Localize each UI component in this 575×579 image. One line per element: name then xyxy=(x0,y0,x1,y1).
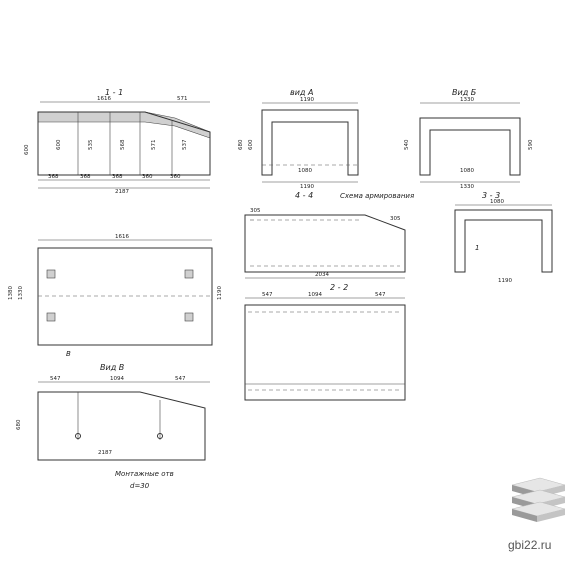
dim-527: 537 xyxy=(182,139,188,150)
dim-360a: 360 xyxy=(142,174,153,180)
section-outline xyxy=(37,111,211,176)
dim-571: 571 xyxy=(177,96,188,102)
dim-680b: 680 xyxy=(16,419,22,430)
dim-305b: 305 xyxy=(390,216,401,222)
dim-1190c: 1190 xyxy=(498,278,512,284)
dim-535: 600 xyxy=(56,139,62,150)
dim-1330: 1330 xyxy=(460,97,474,103)
mark-1: 1 xyxy=(475,244,479,252)
dim-1380: 1380 xyxy=(8,286,14,300)
dim-540: 540 xyxy=(404,139,410,150)
note-mounting-holes: Монтажные отв xyxy=(115,470,174,478)
section-2-2-title: 2 - 2 xyxy=(330,283,348,292)
section-3-3-outline xyxy=(454,209,553,273)
dim-1094: 1094 xyxy=(308,292,322,298)
section-3-3: 3 - 3 1080 1190 1 xyxy=(454,191,553,284)
reinforcement-title: Схема армирования xyxy=(340,192,414,200)
dim-360b: 360 xyxy=(170,174,181,180)
section-4-4-outline xyxy=(244,214,406,273)
dim-368b: 368 xyxy=(80,174,91,180)
section-1-1: 1 - 1 1616 571 600 535 568 571 537 600 3… xyxy=(24,88,211,195)
view-a: вид A 1190 680 600 1080 1190 xyxy=(238,88,359,190)
dim-571b: 568 xyxy=(120,139,126,150)
section-2-2: 2 - 2 547 1094 547 xyxy=(244,283,406,401)
embed-plate xyxy=(46,269,56,279)
dim-2034: 2034 xyxy=(315,272,329,278)
dim-1080c: 1080 xyxy=(490,199,504,205)
dim-2187: 2187 xyxy=(115,189,129,195)
dim-368a: 368 xyxy=(48,174,59,180)
section-4-4: 4 - 4 Схема армирования 305 305 2034 xyxy=(244,191,414,279)
dim-1616: 1616 xyxy=(97,96,111,102)
dim-547d: 547 xyxy=(175,376,186,382)
site-logo-text: gbi22.ru xyxy=(508,538,552,552)
dim-600: 600 xyxy=(24,144,30,155)
view-v-title: Вид В xyxy=(100,363,124,372)
section-2-2-outline xyxy=(244,304,406,401)
embed-plate xyxy=(184,312,194,322)
view-a-outline xyxy=(261,109,359,176)
dim-537: 571 xyxy=(151,140,157,151)
dim-2187b: 2187 xyxy=(98,450,112,456)
view-b-title: Вид Б xyxy=(452,88,477,97)
dim-590: 590 xyxy=(528,139,534,150)
dim-1190d: 1190 xyxy=(217,286,223,300)
dim-305a: 305 xyxy=(250,208,261,214)
dim-1190: 1190 xyxy=(300,97,314,103)
slab-hatch xyxy=(37,111,211,139)
dim-1330c: 1330 xyxy=(18,286,24,300)
stacked-slabs-icon xyxy=(511,477,566,522)
view-v-outline xyxy=(37,391,206,461)
dim-368c: 368 xyxy=(112,174,123,180)
dim-600a: 600 xyxy=(248,139,254,150)
lift-hole xyxy=(157,433,163,439)
view-a-title: вид A xyxy=(290,88,313,97)
embed-plate xyxy=(184,269,194,279)
view-b-outline xyxy=(419,117,521,176)
dim-568: 535 xyxy=(88,139,94,150)
mark-v: В xyxy=(66,350,71,358)
dim-1080b: 1080 xyxy=(460,168,474,174)
dim-1616b: 1616 xyxy=(115,234,129,240)
lift-hole xyxy=(75,433,81,439)
embed-plate xyxy=(46,312,56,322)
section-1-1-title: 1 - 1 xyxy=(105,88,123,97)
dim-547c: 547 xyxy=(50,376,61,382)
section-3-3-title: 3 - 3 xyxy=(482,191,500,200)
dim-1190b: 1190 xyxy=(300,184,314,190)
dim-680: 680 xyxy=(238,139,244,150)
dim-1080: 1080 xyxy=(298,168,312,174)
view-v: Вид В 547 1094 547 680 2187 Монтажные от… xyxy=(16,363,210,490)
view-b: Вид Б 1330 540 590 1080 1330 xyxy=(404,88,534,190)
plan-outline xyxy=(37,247,213,346)
dim-547b: 547 xyxy=(375,292,386,298)
dim-1330b: 1330 xyxy=(460,184,474,190)
dim-547a: 547 xyxy=(262,292,273,298)
note-diameter: d=30 xyxy=(130,482,150,490)
plan-view: 1616 1380 1330 1190 В xyxy=(8,234,223,358)
section-4-4-title: 4 - 4 xyxy=(295,191,313,200)
dim-1094b: 1094 xyxy=(110,376,124,382)
